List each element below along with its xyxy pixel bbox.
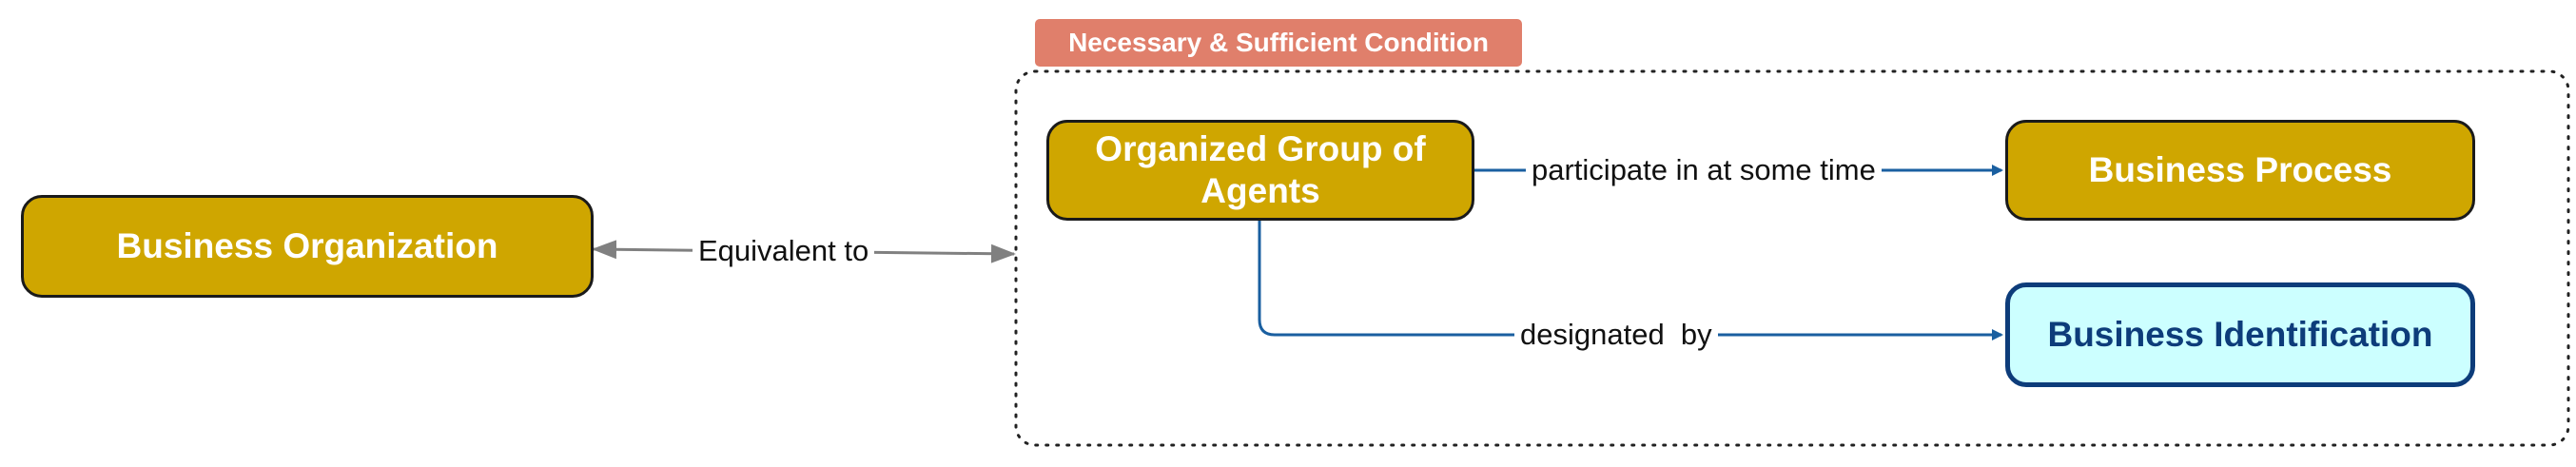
condition-container bbox=[1014, 69, 2570, 447]
business-process-label: Business Process bbox=[2088, 150, 2392, 190]
business-identification-node[interactable]: Business Identification bbox=[2005, 282, 2475, 387]
business-process-node[interactable]: Business Process bbox=[2005, 120, 2475, 221]
designated-by-connector bbox=[1258, 221, 2003, 341]
business-organization-node[interactable]: Business Organization bbox=[21, 195, 594, 298]
participate-in-label: participate in at some time bbox=[1526, 151, 1882, 189]
organized-group-node[interactable]: Organized Group of Agents bbox=[1046, 120, 1474, 221]
business-identification-label: Business Identification bbox=[2047, 315, 2433, 355]
equivalent-to-label: Equivalent to bbox=[693, 232, 875, 270]
condition-badge: Necessary & Sufficient Condition bbox=[1035, 19, 1522, 67]
business-organization-label: Business Organization bbox=[116, 226, 498, 266]
designated-by-label: designated by bbox=[1514, 316, 1718, 354]
organized-group-label: Organized Group of Agents bbox=[1095, 129, 1426, 210]
